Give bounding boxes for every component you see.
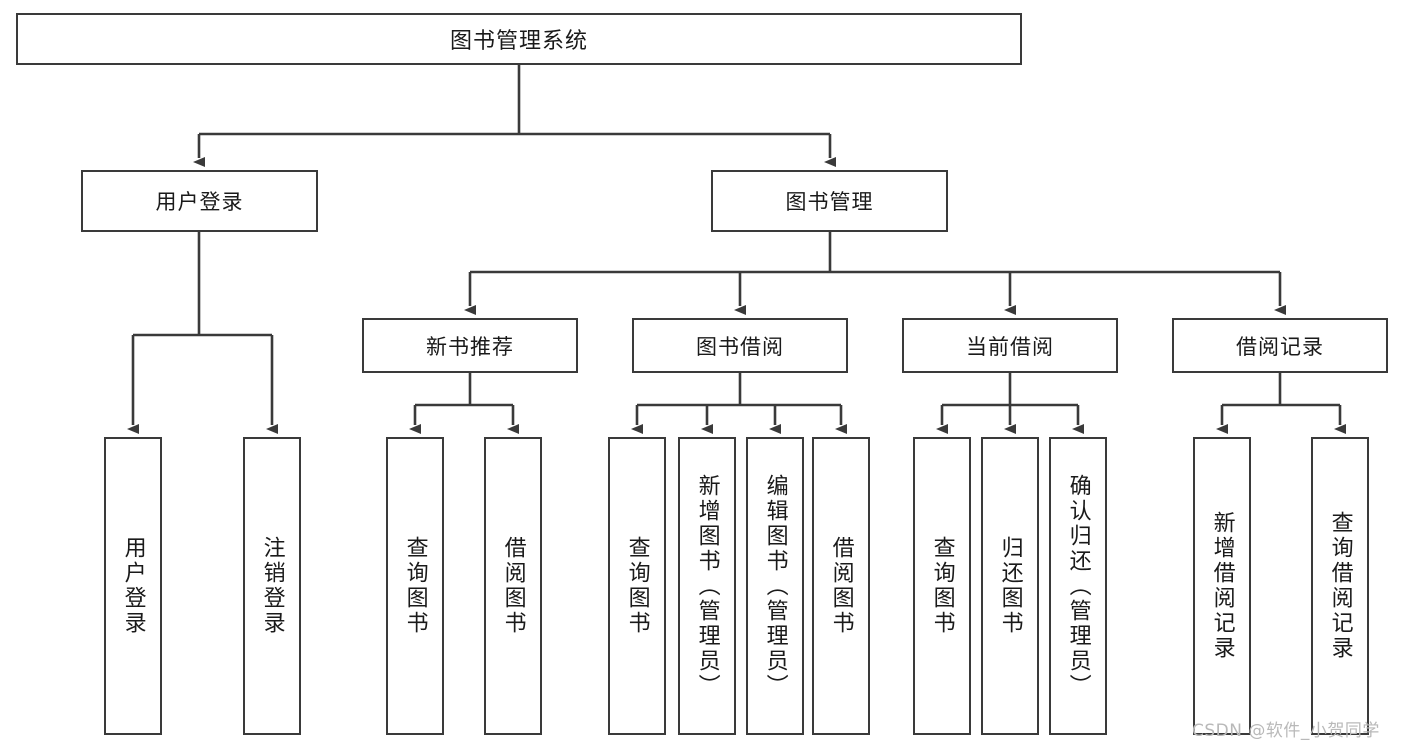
leaf-user-login[interactable]: 用户登录 xyxy=(104,437,162,735)
leaf-borrow-book-recommend-label: 借阅图书 xyxy=(500,536,526,636)
leaf-add-borrow-record[interactable]: 新增借阅记录 xyxy=(1193,437,1251,735)
node-current-borrow-label: 当前借阅 xyxy=(966,334,1054,359)
node-borrow-record[interactable]: 借阅记录 xyxy=(1172,318,1388,373)
leaf-query-book-borrow[interactable]: 查询图书 xyxy=(608,437,666,735)
leaf-add-book-label: 新增图书（管理员） xyxy=(694,473,720,699)
node-current-borrow[interactable]: 当前借阅 xyxy=(902,318,1118,373)
leaf-edit-book-label: 编辑图书（管理员） xyxy=(762,473,788,699)
node-book-borrow-label: 图书借阅 xyxy=(696,334,784,359)
node-new-book-recommend-label: 新书推荐 xyxy=(426,334,514,359)
watermark: CSDN @软件_小贺同学 xyxy=(1192,721,1380,741)
leaf-borrow-book-label: 借阅图书 xyxy=(828,536,854,636)
node-user-login-label: 用户登录 xyxy=(155,190,244,214)
leaf-user-login-label: 用户登录 xyxy=(120,536,146,636)
leaf-query-borrow-record-label: 查询借阅记录 xyxy=(1327,511,1353,661)
leaf-add-borrow-record-label: 新增借阅记录 xyxy=(1209,511,1235,661)
leaf-borrow-book-recommend[interactable]: 借阅图书 xyxy=(484,437,542,735)
node-root[interactable]: 图书管理系统 xyxy=(16,13,1022,65)
leaf-query-book-recommend-label: 查询图书 xyxy=(402,536,428,636)
node-book-manage-label: 图书管理 xyxy=(785,190,874,214)
leaf-query-book-recommend[interactable]: 查询图书 xyxy=(386,437,444,735)
leaf-user-logout-label: 注销登录 xyxy=(259,536,285,636)
node-new-book-recommend[interactable]: 新书推荐 xyxy=(362,318,578,373)
node-book-borrow[interactable]: 图书借阅 xyxy=(632,318,848,373)
leaf-edit-book[interactable]: 编辑图书（管理员） xyxy=(746,437,804,735)
leaf-add-book[interactable]: 新增图书（管理员） xyxy=(678,437,736,735)
leaf-confirm-return[interactable]: 确认归还（管理员） xyxy=(1049,437,1107,735)
leaf-return-book-label: 归还图书 xyxy=(997,536,1023,636)
leaf-return-book[interactable]: 归还图书 xyxy=(981,437,1039,735)
node-borrow-record-label: 借阅记录 xyxy=(1236,334,1324,359)
leaf-query-book-current-label: 查询图书 xyxy=(929,536,955,636)
leaf-query-borrow-record[interactable]: 查询借阅记录 xyxy=(1311,437,1369,735)
leaf-query-book-current[interactable]: 查询图书 xyxy=(913,437,971,735)
leaf-query-book-borrow-label: 查询图书 xyxy=(624,536,650,636)
node-user-login[interactable]: 用户登录 xyxy=(81,170,318,232)
node-root-label: 图书管理系统 xyxy=(449,29,588,54)
leaf-borrow-book[interactable]: 借阅图书 xyxy=(812,437,870,735)
node-book-manage[interactable]: 图书管理 xyxy=(711,170,948,232)
leaf-user-logout[interactable]: 注销登录 xyxy=(243,437,301,735)
leaf-confirm-return-label: 确认归还（管理员） xyxy=(1065,473,1091,699)
